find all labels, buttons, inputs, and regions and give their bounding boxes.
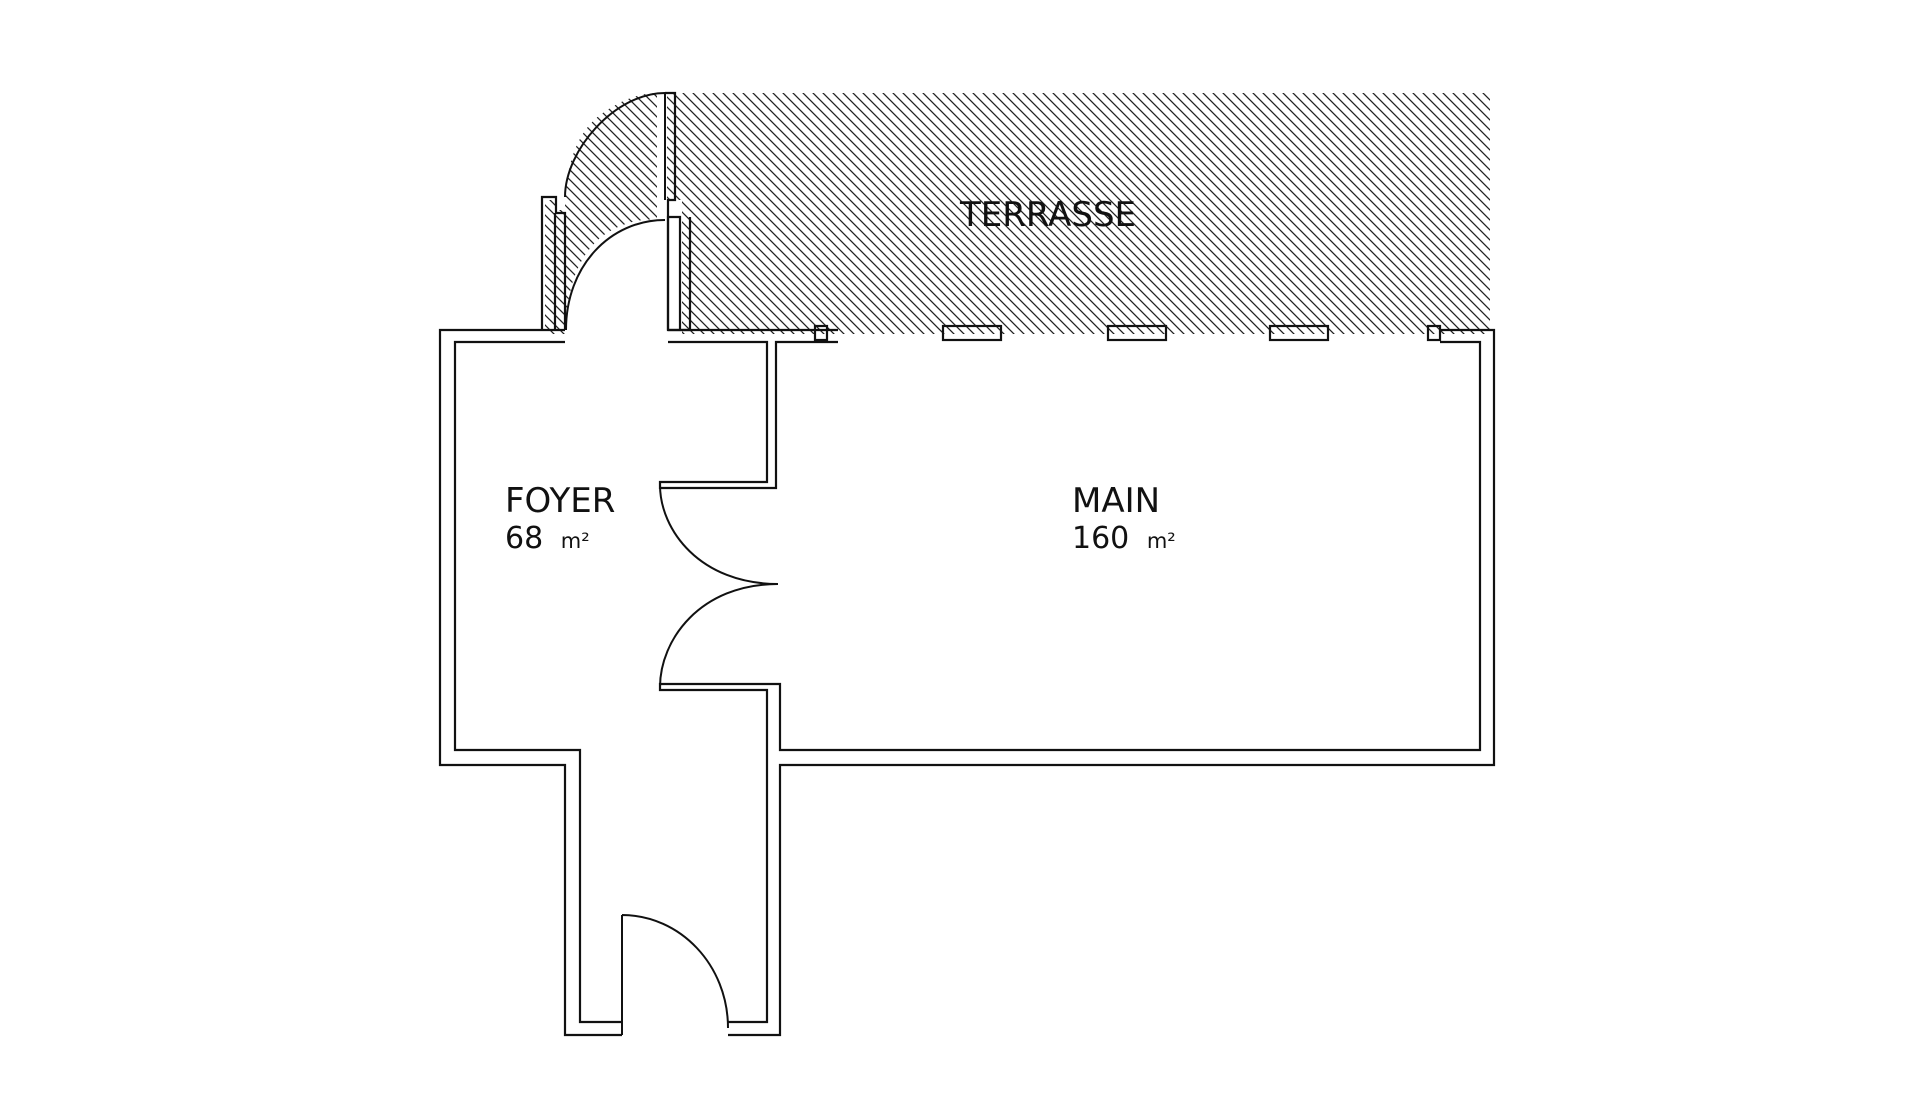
door-swing-vestibule [565,219,666,331]
vestibule-wall [540,195,682,330]
vestibule-inner [553,213,692,332]
area-value: 68 [505,521,543,556]
room-name: MAIN [1072,481,1160,521]
area-value: 160 [1072,521,1129,556]
outer-wall [438,91,1496,1037]
room-area: 160 m² [1072,521,1176,556]
room-area: 68 m² [505,521,590,556]
walls [438,91,1496,1037]
terrace-hatch [445,93,1490,334]
door-swing-main-lower [659,583,779,688]
room-name: FOYER [505,481,615,521]
doors [564,92,779,1035]
area-unit: m² [561,529,590,553]
inner-wall [453,340,1482,1024]
windows [813,324,1442,342]
terrace: TERRASSE [445,93,1490,334]
door-swing-entrance [621,914,729,1035]
room-main: MAIN 160 m² [1072,481,1176,556]
area-unit: m² [1147,529,1176,553]
door-swing-terrace [564,92,666,200]
room-foyer: FOYER 68 m² [505,481,615,556]
terrace-label: TERRASSE [959,195,1136,235]
door-swing-main-upper [659,484,779,585]
